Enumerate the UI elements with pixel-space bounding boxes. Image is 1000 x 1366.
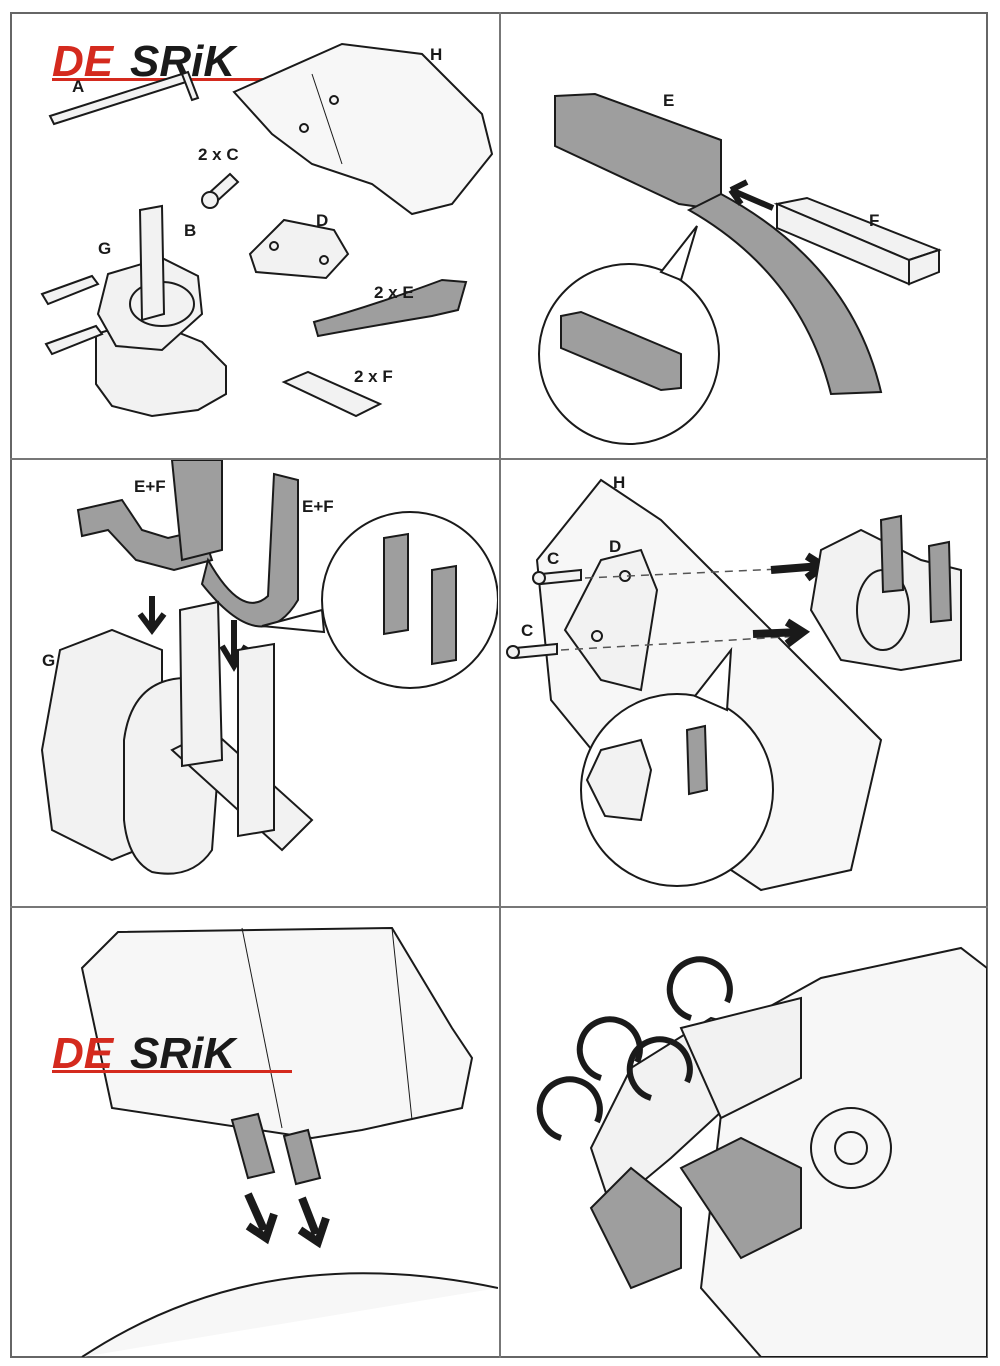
plate-d-section <box>563 548 659 692</box>
bracket-plates <box>589 996 802 1290</box>
mount-assembly-section <box>809 514 962 672</box>
label-b: B <box>184 221 196 240</box>
bolt-c-top <box>532 568 582 586</box>
label-a: A <box>72 77 84 96</box>
logo-red-text: DE <box>52 37 115 86</box>
brackets-under-screen <box>230 1112 322 1186</box>
panel-tighten-bolts <box>501 908 987 1357</box>
panel-bolt-windscreen: H D C C <box>501 460 987 905</box>
bolt-part-c <box>201 172 240 209</box>
label-c-bottom: C <box>521 621 533 640</box>
label-d: D <box>609 537 621 556</box>
bracket-e-f-left <box>76 460 223 572</box>
curved-bracket-part-e <box>312 278 468 338</box>
label-g: G <box>42 651 55 670</box>
detail-callout <box>538 225 720 445</box>
brand-logo-lower: DE SRiK <box>52 1029 292 1078</box>
row-divider-2 <box>10 906 988 908</box>
row-divider-1 <box>10 458 988 460</box>
panel-parts-overview: DE SRiK A H 2 x C <box>12 14 498 457</box>
label-h: H <box>613 473 625 492</box>
label-c: 2 x C <box>198 145 239 164</box>
windscreen-assembled <box>80 926 474 1140</box>
rotate-arrow-1 <box>536 1076 603 1141</box>
mount-assembly-part-g <box>40 204 227 418</box>
label-ef-left: E+F <box>134 477 166 496</box>
panel-attach-brackets: E+F E+F G <box>12 460 498 905</box>
fairing-outline <box>81 1272 498 1357</box>
column-divider <box>499 12 501 1358</box>
bracket-e-f-right <box>200 472 299 628</box>
windscreen-part-h <box>232 42 494 216</box>
mount-g-large <box>40 600 314 875</box>
label-d: D <box>316 211 328 230</box>
panel-mount-on-bike: DE SRiK <box>12 908 498 1357</box>
logo-black-text: SRiK <box>130 1029 238 1078</box>
arrow-bottom <box>752 618 811 648</box>
label-h: H <box>430 45 442 64</box>
rotate-arrow-4 <box>666 956 733 1021</box>
guide-line-bottom <box>560 635 802 651</box>
tighten-arrows <box>536 956 733 1141</box>
label-f: 2 x F <box>354 367 393 386</box>
detail-callout <box>580 646 774 887</box>
down-arrow-left <box>244 1192 278 1245</box>
down-arrow-right <box>297 1196 330 1249</box>
label-g: G <box>98 239 111 258</box>
logo-underline <box>52 1070 292 1073</box>
label-e: E <box>663 91 674 110</box>
label-f: F <box>869 211 879 230</box>
down-arrow-left <box>137 596 167 635</box>
panel-insert-pad: E F <box>501 14 987 457</box>
label-ef-right: E+F <box>302 497 334 516</box>
rotate-arrow-2 <box>576 1016 643 1081</box>
label-e: 2 x E <box>374 283 414 302</box>
logo-red-text: DE <box>52 1029 115 1078</box>
pad-f-large <box>773 196 942 286</box>
label-c-top: C <box>547 549 559 568</box>
bolt-c-bottom <box>506 642 558 660</box>
insert-arrow <box>728 179 775 211</box>
allen-key-part-a <box>48 70 200 126</box>
arrow-top <box>770 552 831 582</box>
plate-part-d <box>248 218 350 280</box>
pad-part-f <box>281 370 383 418</box>
bracket-e-large <box>554 92 883 396</box>
rotate-arrow-3 <box>626 1036 693 1101</box>
detail-callout <box>261 511 498 689</box>
